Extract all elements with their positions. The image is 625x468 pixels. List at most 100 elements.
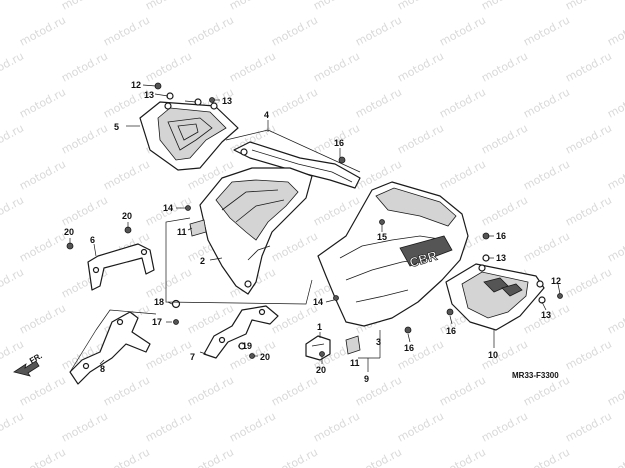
front-label: FR. bbox=[28, 351, 44, 365]
callout-12: 12 bbox=[551, 276, 561, 286]
watermark-text: motod.ru bbox=[269, 229, 320, 264]
watermark-text: motod.ru bbox=[0, 409, 26, 444]
watermark-text: motod.ru bbox=[479, 337, 530, 372]
watermark-text: motod.ru bbox=[143, 337, 194, 372]
front-direction-marker: FR. bbox=[13, 351, 44, 377]
part-10-right-inner-panel bbox=[445, 263, 545, 331]
callout-8: 8 bbox=[100, 364, 105, 374]
watermark-text: motod.ru bbox=[101, 157, 152, 192]
watermark-text: motod.ru bbox=[395, 49, 446, 84]
callout-7: 7 bbox=[190, 352, 195, 362]
callout-19: 19 bbox=[242, 341, 252, 351]
watermark-text: motod.ru bbox=[563, 121, 614, 156]
callout-16: 16 bbox=[446, 326, 456, 336]
watermark-text: motod.ru bbox=[395, 409, 446, 444]
watermark-text: motod.ru bbox=[353, 85, 404, 120]
watermark-text: motod.ru bbox=[59, 193, 110, 228]
callout-20: 20 bbox=[316, 365, 326, 375]
watermark-text: motod.ru bbox=[17, 373, 68, 408]
watermark-text: motod.ru bbox=[269, 13, 320, 48]
watermark-text: motod.ru bbox=[143, 49, 194, 84]
watermark-text: motod.ru bbox=[479, 0, 530, 13]
watermark-text: motod.ru bbox=[311, 409, 362, 444]
watermark-text: motod.ru bbox=[227, 409, 278, 444]
hardware-fasteners bbox=[66, 82, 563, 359]
callout-2: 2 bbox=[200, 256, 205, 266]
watermark-text: motod.ru bbox=[17, 229, 68, 264]
callout-1: 1 bbox=[317, 322, 322, 332]
part-11-pads bbox=[189, 219, 361, 355]
watermark-text: motod.ru bbox=[227, 0, 278, 13]
leader-lines bbox=[69, 84, 561, 372]
watermark-text: motod.ru bbox=[101, 13, 152, 48]
callout-16: 16 bbox=[496, 231, 506, 241]
watermark-text: motod.ru bbox=[311, 49, 362, 84]
watermark-text: motod.ru bbox=[353, 13, 404, 48]
callout-14: 14 bbox=[313, 297, 323, 307]
callout-13: 13 bbox=[144, 90, 154, 100]
watermark-text: motod.ru bbox=[227, 49, 278, 84]
watermark-text: motod.ru bbox=[59, 409, 110, 444]
watermark-text: motod.ru bbox=[311, 0, 362, 13]
callout-12: 12 bbox=[131, 80, 141, 90]
watermark-text: motod.ru bbox=[353, 373, 404, 408]
callout-18: 18 bbox=[154, 297, 164, 307]
callout-4: 4 bbox=[264, 110, 269, 120]
callout-6: 6 bbox=[90, 235, 95, 245]
watermark-text: motod.ru bbox=[0, 193, 26, 228]
watermark-text: motod.ru bbox=[101, 445, 152, 468]
callout-13: 13 bbox=[496, 253, 506, 263]
watermark-text: motod.ru bbox=[0, 121, 26, 156]
callout-16: 16 bbox=[334, 138, 344, 148]
watermark-text: motod.ru bbox=[395, 121, 446, 156]
watermark-text: motod.ru bbox=[0, 0, 26, 13]
watermark-text: motod.ru bbox=[605, 13, 625, 48]
watermark-text: motod.ru bbox=[521, 85, 572, 120]
diagram-code: MR33-F3300 bbox=[512, 371, 559, 380]
part-6-stay-bracket bbox=[87, 243, 155, 291]
front-arrow-icon bbox=[13, 360, 40, 377]
watermark-text: motod.ru bbox=[59, 121, 110, 156]
watermark-text: motod.ru bbox=[185, 13, 236, 48]
watermark-text: motod.ru bbox=[269, 85, 320, 120]
watermark-text: motod.ru bbox=[101, 373, 152, 408]
watermark-text: motod.ru bbox=[605, 445, 625, 468]
watermark-text: motod.ru bbox=[479, 409, 530, 444]
watermark-text: motod.ru bbox=[605, 229, 625, 264]
callout-16: 16 bbox=[404, 343, 414, 353]
watermark-text: motod.ru bbox=[521, 157, 572, 192]
watermark-text: motod.ru bbox=[185, 445, 236, 468]
part-3-right-lower-cowl: CBR bbox=[317, 181, 469, 327]
callout-20: 20 bbox=[122, 211, 132, 221]
watermark-text: motod.ru bbox=[437, 13, 488, 48]
callout-5: 5 bbox=[114, 122, 119, 132]
callout-20: 20 bbox=[64, 227, 74, 237]
watermark-text: motod.ru bbox=[605, 373, 625, 408]
part-8-lower-stay bbox=[69, 311, 151, 385]
callout-20: 20 bbox=[260, 352, 270, 362]
watermark-text: motod.ru bbox=[437, 85, 488, 120]
watermark-text: motod.ru bbox=[563, 49, 614, 84]
watermark-text: motod.ru bbox=[437, 157, 488, 192]
callout-9: 9 bbox=[364, 374, 369, 384]
callout-3: 3 bbox=[376, 337, 381, 347]
watermark-text: motod.ru bbox=[17, 85, 68, 120]
watermark-text: motod.ru bbox=[17, 301, 68, 336]
watermark-text: motod.ru bbox=[437, 373, 488, 408]
callout-10: 10 bbox=[488, 350, 498, 360]
watermark-text: motod.ru bbox=[563, 0, 614, 13]
callout-17: 17 bbox=[152, 317, 162, 327]
watermark-text: motod.ru bbox=[605, 85, 625, 120]
watermark-text: motod.ru bbox=[143, 409, 194, 444]
watermark-text: motod.ru bbox=[563, 193, 614, 228]
watermark-text: motod.ru bbox=[17, 13, 68, 48]
watermark-text: motod.ru bbox=[605, 157, 625, 192]
watermark-text: motod.ru bbox=[479, 121, 530, 156]
watermark-text: motod.ru bbox=[59, 49, 110, 84]
callout-13: 13 bbox=[541, 310, 551, 320]
part-7-center-stay bbox=[203, 305, 279, 359]
watermark-text: motod.ru bbox=[143, 0, 194, 13]
watermark-text: motod.ru bbox=[563, 409, 614, 444]
watermark-text: motod.ru bbox=[0, 265, 26, 300]
